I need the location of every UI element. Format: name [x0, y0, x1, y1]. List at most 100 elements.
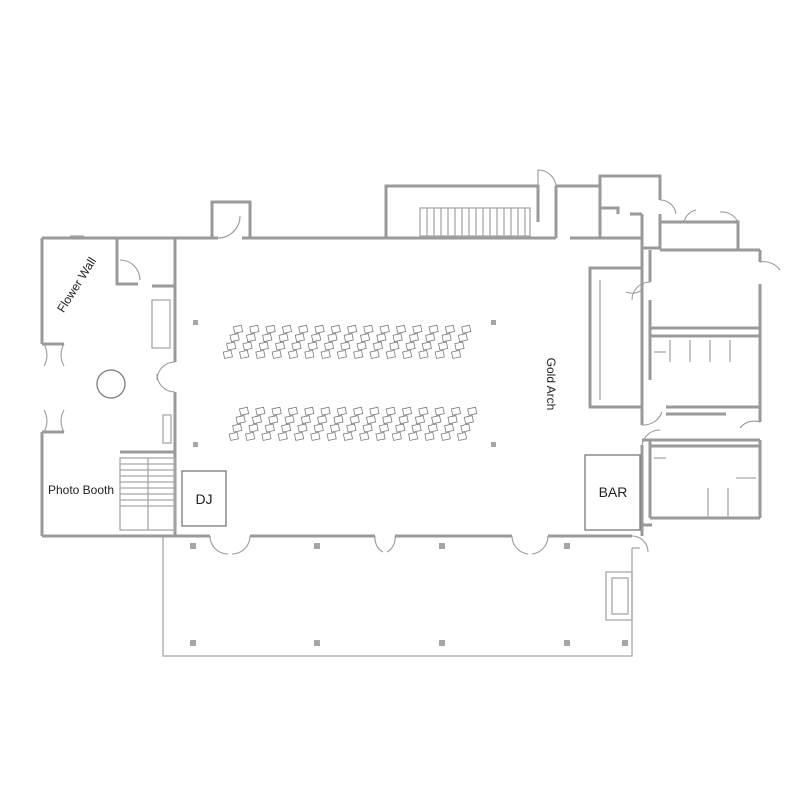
restroom-stalls-upper [654, 340, 731, 362]
chair [327, 333, 338, 343]
chair [265, 324, 276, 334]
bar-label: BAR [599, 484, 628, 500]
chair [405, 341, 416, 351]
chair [408, 431, 419, 441]
chair [454, 341, 465, 351]
chair [294, 333, 305, 343]
chair-block [369, 324, 390, 359]
right-wing-walls [588, 174, 762, 536]
chair [245, 333, 257, 343]
chair-block [391, 406, 413, 441]
chair [421, 341, 432, 351]
patio-doors [209, 535, 549, 555]
vestibule-door [217, 215, 241, 239]
chair [463, 415, 474, 425]
chair [229, 333, 240, 343]
chair [434, 349, 445, 359]
chair [378, 423, 390, 433]
round-table [96, 369, 126, 399]
chair [264, 423, 275, 433]
chair [262, 333, 273, 343]
chair [251, 415, 263, 425]
ceremony-seating [222, 324, 478, 441]
photo-booth-label: Photo Booth [48, 483, 114, 497]
chair [278, 333, 289, 343]
chair [317, 415, 328, 425]
chair [232, 423, 243, 433]
chair [271, 349, 282, 359]
chair [329, 423, 341, 433]
chair [398, 415, 409, 425]
chair [460, 423, 471, 433]
chair [365, 415, 377, 425]
chair [313, 423, 324, 433]
chair-block [293, 406, 315, 441]
chair [457, 333, 468, 343]
chair [444, 423, 455, 433]
chair-block [310, 406, 331, 441]
chair [346, 423, 357, 433]
chair [320, 349, 331, 359]
chair [438, 341, 449, 351]
chair [372, 341, 384, 351]
chair-block [402, 324, 423, 359]
post [439, 640, 445, 646]
post [190, 640, 196, 646]
chair [401, 406, 413, 416]
chair [359, 431, 370, 441]
chair [333, 415, 344, 425]
chair-block [342, 406, 364, 441]
chair-block [418, 324, 439, 359]
chair [310, 431, 321, 441]
chair [353, 349, 364, 359]
chair-block [326, 406, 347, 441]
chair-block [287, 324, 309, 359]
chair [450, 406, 462, 416]
post [622, 640, 628, 646]
chair [369, 406, 380, 416]
wing-closet-door [119, 259, 141, 281]
restroom-stalls-lower [654, 457, 756, 518]
chair [424, 431, 435, 441]
chair-block [353, 324, 374, 359]
chair [418, 349, 429, 359]
hall-side-door [156, 361, 176, 393]
left-wing-stairs [119, 457, 176, 531]
chair [323, 341, 335, 351]
chair [395, 423, 406, 433]
gold-arch-label: Gold Arch [544, 358, 558, 411]
chair-block [408, 406, 429, 441]
chair [362, 423, 373, 433]
chair [300, 415, 311, 425]
chair [298, 324, 309, 334]
bar-counter: BAR [584, 454, 641, 531]
chair [226, 341, 237, 351]
chair [369, 349, 380, 359]
chair [326, 431, 337, 441]
chair [450, 349, 462, 359]
chair-block [271, 324, 293, 359]
chair [249, 324, 260, 334]
chair [385, 406, 396, 416]
chair [304, 406, 315, 416]
chair-block [255, 324, 276, 359]
post [193, 320, 198, 325]
chair [281, 423, 292, 433]
chair [336, 349, 348, 359]
chair [343, 333, 354, 343]
chair-block [261, 406, 282, 441]
chair [277, 431, 288, 441]
chair-block [277, 406, 299, 441]
chair [467, 406, 478, 416]
chair [311, 333, 322, 343]
chair [402, 349, 413, 359]
chair [431, 415, 442, 425]
chair [359, 333, 371, 343]
chair [255, 349, 266, 359]
chair [434, 406, 445, 416]
chair [238, 406, 250, 416]
chair [456, 431, 468, 441]
chair [441, 333, 452, 343]
chair [297, 423, 308, 433]
